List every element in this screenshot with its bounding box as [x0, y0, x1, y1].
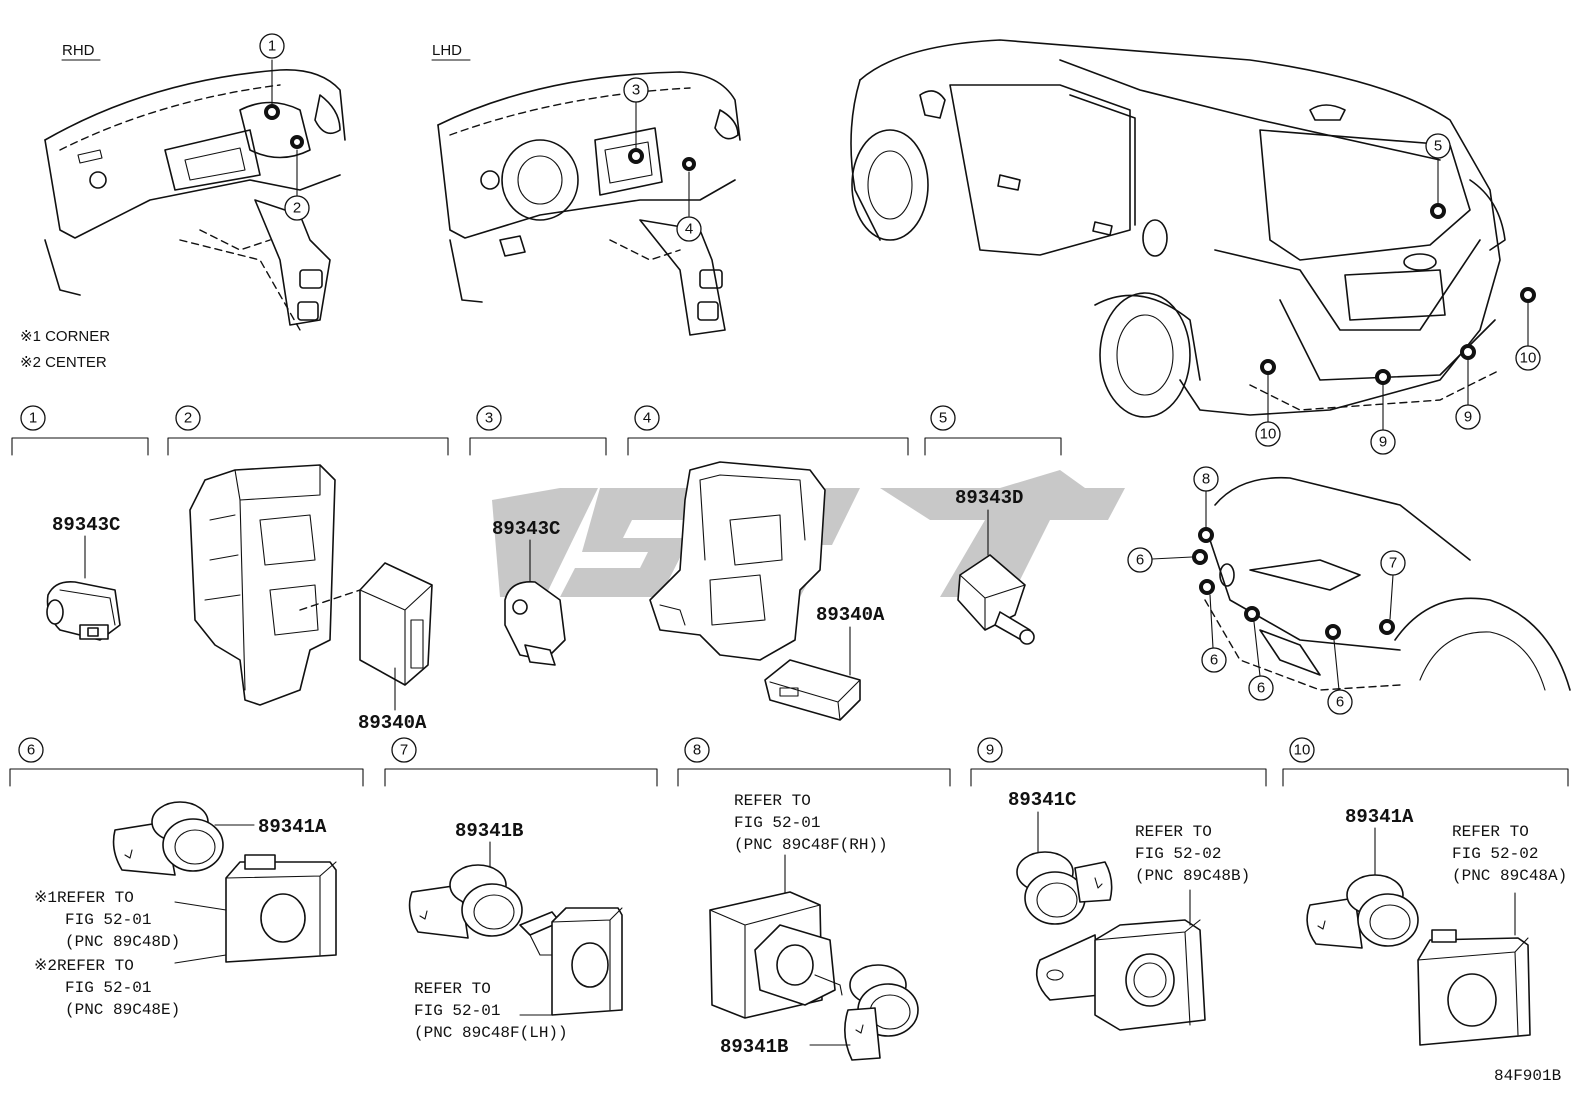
- section-9-number: 9: [986, 742, 994, 759]
- section-4-header: 4: [627, 405, 909, 456]
- front-bumper-illustration: 8 6 6 6 6 7: [1127, 466, 1571, 715]
- section-2-header: 2: [167, 405, 449, 456]
- ref-s8-line3: (PNC 89C48F(RH)): [734, 836, 888, 854]
- section-1-part: 89343C: [46, 514, 121, 641]
- callout-5-car-number: 5: [1434, 138, 1442, 155]
- section-10-part: 89341A REFER TO FIG 52-02 (PNC 89C48A): [1306, 806, 1567, 1046]
- section-5-number: 5: [939, 410, 947, 427]
- callout-10-car-left: [1255, 421, 1281, 447]
- part-number-s1: 89343C: [52, 514, 120, 536]
- callout-6-bumper-d: [1327, 689, 1353, 715]
- ref-s10-line3: (PNC 89C48A): [1452, 867, 1567, 885]
- view-label-lhd: LHD: [432, 42, 462, 59]
- ref-s6b-line1: ※2REFER TO: [34, 957, 134, 975]
- ref-s10-line2: FIG 52-02: [1452, 845, 1538, 863]
- part-number-s6: 89341A: [258, 816, 327, 838]
- callout-9-car-right-number: 9: [1464, 409, 1472, 426]
- section-1-number: 1: [29, 410, 37, 427]
- section-4-number: 4: [643, 410, 651, 427]
- section-8-number: 8: [693, 742, 701, 759]
- ref-s10-line1: REFER TO: [1452, 823, 1529, 841]
- callout-1-rhd-number: 1: [268, 38, 276, 55]
- section-3-header: 3: [469, 405, 607, 456]
- ref-s6b-line3: (PNC 89C48E): [65, 1001, 180, 1019]
- callout-9-car-right: [1455, 404, 1481, 430]
- part-number-s5: 89343D: [955, 487, 1023, 509]
- callout-10-car-right: [1515, 345, 1541, 371]
- section-5-part: 89343D: [955, 487, 1035, 645]
- callout-8-bumper: [1193, 466, 1219, 492]
- callout-3-lhd: [623, 77, 649, 103]
- ref-s7-line1: REFER TO: [414, 980, 491, 998]
- view-label-rhd: RHD: [62, 42, 95, 59]
- lhd-dashboard-illustration: LHD 3 4: [431, 42, 741, 336]
- ref-s8-line1: REFER TO: [734, 792, 811, 810]
- ref-s9-line1: REFER TO: [1135, 823, 1212, 841]
- section-10-header: 10: [1282, 737, 1569, 787]
- callout-6-bumper-c-number: 6: [1257, 680, 1265, 697]
- callout-6-bumper-a: [1127, 547, 1153, 573]
- part-number-s8: 89341B: [720, 1036, 788, 1058]
- section-6-header: 6: [9, 737, 364, 787]
- part-number-s9: 89341C: [1008, 789, 1076, 811]
- section-3-part: 89343C: [492, 518, 566, 666]
- part-number-s3: 89343C: [492, 518, 560, 540]
- rear-car-illustration: 5 10 9 9 10: [850, 39, 1541, 455]
- callout-6-bumper-d-number: 6: [1336, 694, 1344, 711]
- section-8-header: 8: [677, 737, 951, 787]
- callout-2-rhd: [284, 195, 310, 221]
- callout-10-car-right-number: 10: [1520, 350, 1537, 367]
- rhd-dashboard-illustration: RHD 1 2: [44, 33, 346, 331]
- callout-10-car-left-number: 10: [1260, 426, 1277, 443]
- callout-6-bumper-c: [1248, 675, 1274, 701]
- section-2-number: 2: [184, 410, 192, 427]
- callout-4-lhd-number: 4: [685, 221, 693, 238]
- section-4-part: 89340A: [649, 461, 885, 721]
- section-7-header: 7: [384, 737, 658, 787]
- ref-s6a-line3: (PNC 89C48D): [65, 933, 180, 951]
- ref-s7-line3: (PNC 89C48F(LH)): [414, 1024, 568, 1042]
- callout-8-bumper-number: 8: [1202, 471, 1210, 488]
- section-5-header: 5: [924, 405, 1062, 456]
- note-corner: ※1 CORNER: [20, 328, 110, 345]
- note-center: ※2 CENTER: [20, 354, 107, 371]
- part-number-s4: 89340A: [816, 604, 885, 626]
- callout-4-lhd: [676, 216, 702, 242]
- callout-7-bumper-number: 7: [1389, 555, 1397, 572]
- callout-6-bumper-b: [1201, 647, 1227, 673]
- callout-9-car-left: [1370, 429, 1396, 455]
- ref-s8-line2: FIG 52-01: [734, 814, 820, 832]
- ref-s7-line2: FIG 52-01: [414, 1002, 500, 1020]
- ref-s6a-line1: ※1REFER TO: [34, 889, 134, 907]
- section-7-part: 89341B REFER TO FIG 52-01 (PNC 89C48F(LH…: [408, 820, 623, 1042]
- figure-code: 84F901B: [1494, 1067, 1561, 1085]
- callout-2-rhd-number: 2: [293, 200, 301, 217]
- section-1-header: 1: [11, 405, 149, 456]
- part-number-s7: 89341B: [455, 820, 523, 842]
- callout-6-bumper-a-number: 6: [1136, 552, 1144, 569]
- ref-s6b-line2: FIG 52-01: [65, 979, 151, 997]
- callout-7-bumper: [1380, 550, 1406, 576]
- section-6-number: 6: [27, 742, 35, 759]
- ref-s6a-line2: FIG 52-01: [65, 911, 151, 929]
- part-number-s2: 89340A: [358, 712, 427, 734]
- callout-5-car: [1425, 133, 1451, 159]
- part-number-s10: 89341A: [1345, 806, 1414, 828]
- section-3-number: 3: [485, 410, 493, 427]
- section-6-part: 89341A ※1REFER TO FIG 52-01 (PNC 89C48D)…: [34, 801, 337, 1019]
- callout-6-bumper-b-number: 6: [1210, 652, 1218, 669]
- section-7-number: 7: [400, 742, 408, 759]
- section-8-part: REFER TO FIG 52-01 (PNC 89C48F(RH)) 8934…: [709, 792, 919, 1061]
- section-9-header: 9: [970, 737, 1267, 787]
- ref-s9-line2: FIG 52-02: [1135, 845, 1221, 863]
- callout-3-lhd-number: 3: [632, 82, 640, 99]
- callout-9-car-left-number: 9: [1379, 434, 1387, 451]
- section-10-number: 10: [1294, 742, 1311, 759]
- ref-s9-line3: (PNC 89C48B): [1135, 867, 1250, 885]
- section-9-part: 89341C REFER TO FIG 52-02 (PNC 89C48B): [1008, 789, 1250, 1031]
- callout-1-rhd: [259, 33, 285, 59]
- section-2-part: 89340A: [189, 464, 433, 734]
